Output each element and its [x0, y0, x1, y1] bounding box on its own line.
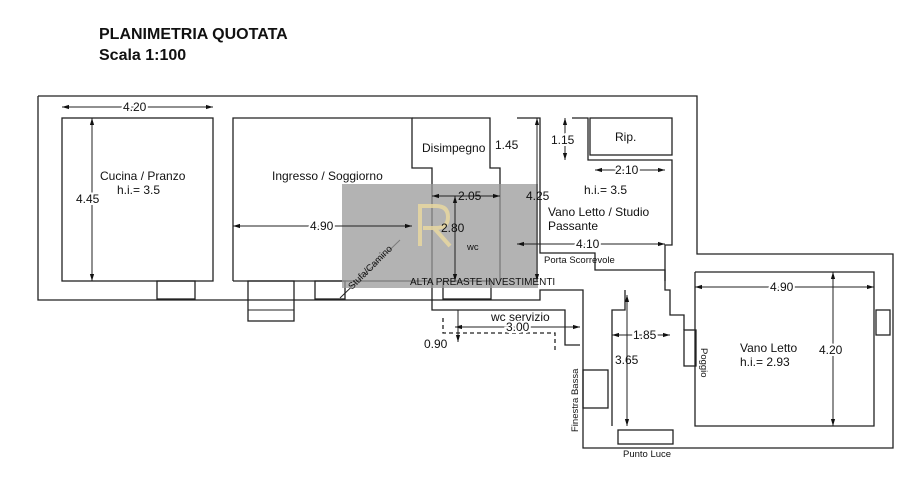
room-soggiorno: Ingresso / Soggiorno	[272, 169, 383, 183]
dim-corridor-width: 1.85	[633, 328, 657, 342]
dim-letto-width: 4.90	[770, 280, 794, 294]
dim-090: 0.90	[424, 337, 448, 351]
plan-scale: Scala 1:100	[99, 47, 187, 64]
logo-r-mark	[418, 204, 452, 248]
plan-title: PLANIMETRIA QUOTATA	[99, 26, 288, 43]
dim-disimpegno: 1.45	[495, 138, 519, 152]
room-disimpegno: Disimpegno	[422, 141, 486, 155]
punto-luce-label: Punto Luce	[623, 449, 671, 460]
porta-label: Porta Scorrevole	[544, 255, 615, 266]
room-cucina: Cucina / Pranzo	[100, 169, 186, 183]
room-vano-letto-height: h.i.= 2.93	[740, 355, 790, 369]
cucina-walls	[61, 117, 214, 282]
dim-studio-upper: 2.10	[615, 163, 639, 177]
dimension-labels: 4.20 4.45 4.90 1.45 1.15 2.05 2.80 4.25 …	[74, 98, 845, 367]
dim-studio-width: 4.10	[576, 237, 600, 251]
dim-corridor-depth: 3.65	[615, 353, 639, 367]
dim-wc-width: 2.05	[458, 189, 482, 203]
room-vano-letto: Vano Letto	[740, 341, 797, 355]
rip-walls	[589, 117, 673, 156]
room-studio: Vano Letto / Studio	[548, 205, 650, 219]
dim-studio-depth: 4.25	[526, 189, 550, 203]
room-wc: wc	[466, 242, 479, 253]
dim-rip: 1.15	[551, 133, 575, 147]
walls	[37, 95, 894, 449]
dim-soggiorno-width: 4.90	[310, 219, 334, 233]
watermark-logo: ALTA PREASTE INVESTIMENTI	[342, 184, 555, 288]
dimension-lines	[62, 104, 874, 426]
poggio-walls	[683, 329, 697, 367]
finestra-label: Finestra Bassa	[570, 368, 581, 432]
room-rip: Rip.	[615, 130, 636, 144]
dim-cucina-depth: 4.45	[76, 192, 100, 206]
room-studio-2: Passante	[548, 219, 598, 233]
dim-cucina-width: 4.20	[123, 100, 147, 114]
dim-letto-depth: 4.20	[819, 343, 843, 357]
poggio-label: Poggio	[698, 348, 709, 378]
dim-wc-servizio: 3.00	[506, 320, 530, 334]
logo-text: ALTA PREASTE INVESTIMENTI	[410, 277, 555, 288]
dim-wc-depth: 2.80	[441, 221, 465, 235]
room-wc-servizio: wc servizio	[490, 310, 550, 324]
room-cucina-height: h.i.= 3.5	[117, 183, 160, 197]
room-studio-height: h.i.= 3.5	[584, 183, 627, 197]
